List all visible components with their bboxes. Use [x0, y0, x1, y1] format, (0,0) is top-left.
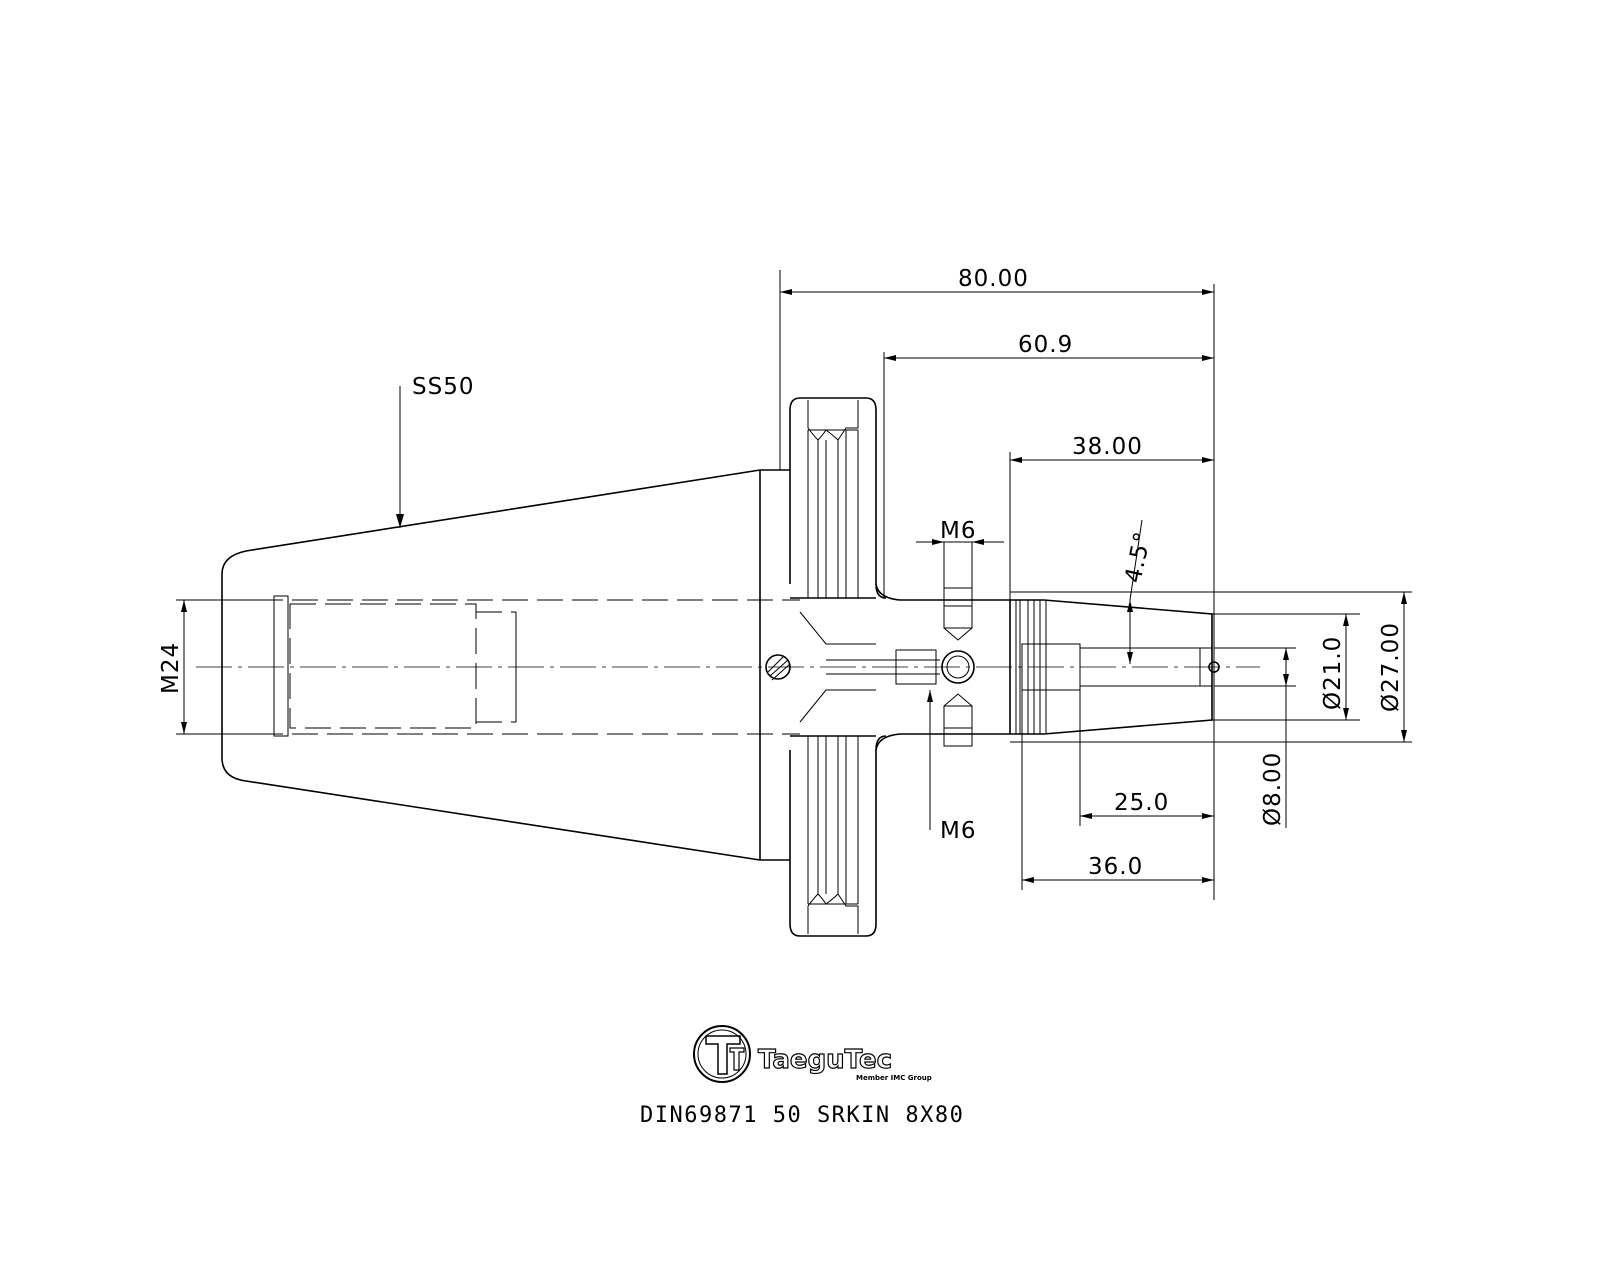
- dim-threaded-hole-bottom: M6: [940, 818, 976, 844]
- logo-name: TaeguTec: [758, 1045, 892, 1075]
- hidden-lines: [222, 587, 975, 747]
- dim-body-length: 36.0: [1088, 854, 1143, 880]
- dim-bore-depth: 25.0: [1114, 790, 1169, 816]
- dim-taper-angle: 4.5°: [1120, 529, 1156, 585]
- dim-diameter-inner: Ø21.0: [1320, 636, 1346, 710]
- dim-taper-size: SS50: [412, 374, 474, 400]
- dim-diameter-outer: Ø27.00: [1378, 622, 1404, 712]
- dim-nose-length: 38.00: [1072, 434, 1143, 460]
- dim-pull-stud-thread: M24: [158, 642, 184, 694]
- dimension-lines: [176, 270, 1412, 900]
- dim-overall-length: 80.00: [958, 266, 1029, 292]
- dim-bore-diameter: Ø8.00: [1260, 752, 1286, 826]
- part-caption: DIN69871 50 SRKIN 8X80: [640, 1103, 964, 1128]
- taegutec-logo: TaeguTec Member IMC Group: [693, 1025, 932, 1083]
- dim-flange-to-nose: 60.9: [1018, 332, 1073, 358]
- logo-tagline: Member IMC Group: [856, 1074, 932, 1082]
- dim-threaded-hole-top: M6: [940, 518, 976, 544]
- tool-holder-outline: [221, 397, 1220, 937]
